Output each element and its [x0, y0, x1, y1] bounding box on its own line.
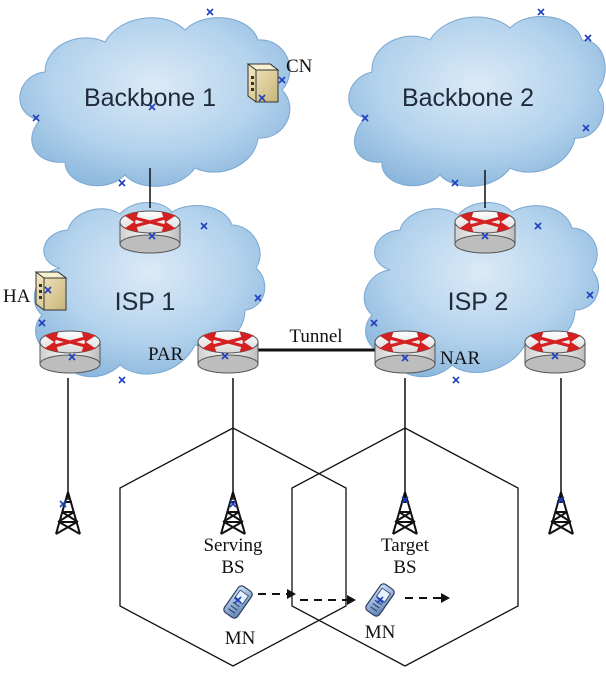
mn-label-serving: MN	[225, 628, 256, 649]
isp2-access-router	[523, 329, 587, 375]
ha-label: HA	[3, 286, 31, 307]
ha-server-icon	[35, 271, 67, 311]
backbone2-label: Backbone 2	[402, 84, 534, 112]
mn-label-target: MN	[365, 622, 396, 643]
serving-bs-label-line1: Serving	[203, 535, 263, 556]
par-router	[196, 329, 260, 375]
isp2-label: ISP 2	[448, 288, 509, 316]
isp1-label: ISP 1	[115, 288, 176, 316]
network-links	[67, 168, 562, 500]
tunnel-label: Tunnel	[289, 326, 342, 347]
backbone1-router	[118, 209, 182, 255]
target-cell	[291, 427, 519, 667]
target-bs-label-line1: Target	[381, 535, 430, 556]
serving-bs-label-line2: BS	[221, 557, 244, 578]
target-bs-label-line2: BS	[393, 557, 416, 578]
cn-label: CN	[286, 56, 313, 77]
isp1-access-router	[38, 329, 102, 375]
backbone2-cloud: Backbone 2	[348, 15, 606, 187]
serving-cell	[119, 427, 347, 667]
nar-router	[373, 329, 437, 375]
nar-label: NAR	[440, 348, 480, 369]
arrow-heads	[287, 589, 450, 605]
isp1-cloud: ISP 1	[33, 201, 266, 378]
mn-phone-icon-serving	[221, 583, 255, 621]
movement-arrows	[258, 593, 442, 601]
backbone1-cloud: Backbone 1	[19, 17, 291, 187]
backbone1-label: Backbone 1	[84, 84, 216, 112]
backbone2-router	[453, 209, 517, 255]
par-label: PAR	[148, 344, 184, 365]
